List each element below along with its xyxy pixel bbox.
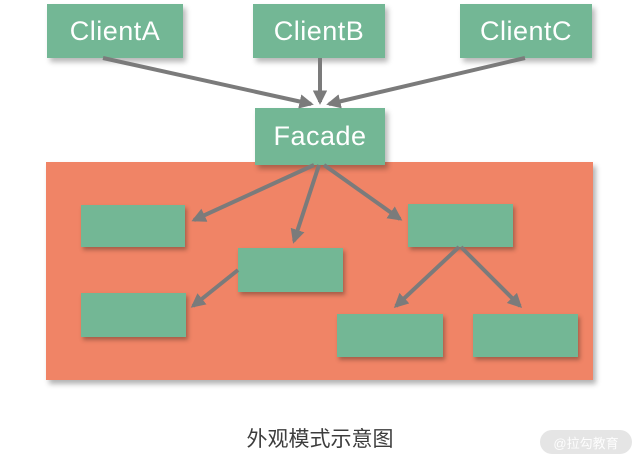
client-a-label: ClientA	[69, 15, 161, 46]
arrow-clientc-to-facade	[326, 56, 526, 109]
subsystem-box-6	[473, 314, 578, 357]
client-b-box: ClientB	[253, 4, 385, 58]
subsystem-box-3	[408, 204, 513, 247]
subsystem-box-2	[238, 248, 343, 292]
subsystem-box-1	[81, 205, 185, 247]
arrow-clienta-to-facade	[102, 56, 314, 109]
facade-box: Facade	[255, 108, 385, 165]
facade-label: Facade	[273, 121, 367, 151]
subsystem-box-4	[81, 293, 186, 337]
watermark-label: @拉勾教育	[553, 435, 619, 451]
client-c-box: ClientC	[460, 4, 592, 58]
client-b-label: ClientB	[273, 15, 365, 46]
diagram-caption: 外观模式示意图	[246, 428, 394, 451]
client-c-label: ClientC	[479, 15, 573, 46]
client-a-box: ClientA	[47, 4, 183, 58]
watermark-badge: @拉勾教育	[540, 430, 632, 454]
subsystem-box-5	[337, 314, 443, 357]
